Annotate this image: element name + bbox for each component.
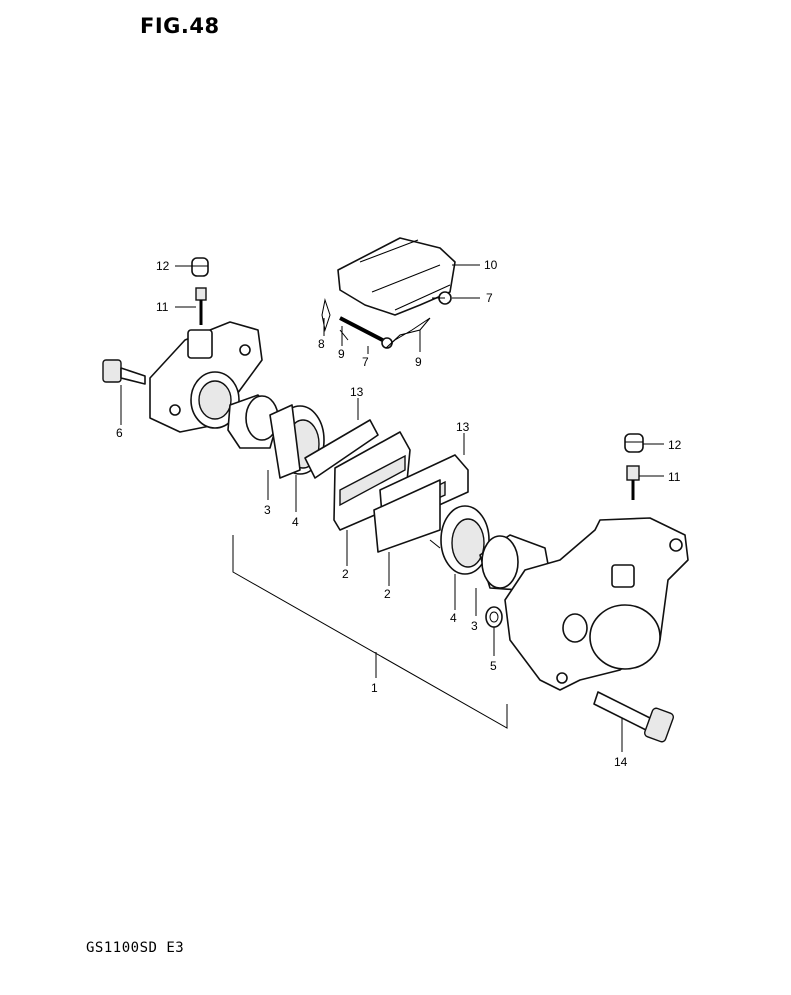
bleeder-valve-left: [195, 287, 207, 325]
leader-lines: [120, 264, 664, 752]
label-7-upper: 7: [486, 291, 493, 305]
label-13-right: 13: [456, 420, 470, 434]
label-6: 6: [116, 426, 123, 440]
shim-left: [304, 419, 379, 479]
label-11-right: 11: [668, 470, 681, 484]
clip-8: [321, 298, 331, 332]
model-code: GS1100SD E3: [86, 940, 185, 956]
label-14: 14: [614, 755, 628, 769]
bolt-6: [102, 359, 146, 385]
pad-cover: [337, 237, 456, 316]
bleeder-valve-right: [626, 465, 640, 500]
spring-left: [339, 329, 349, 341]
pad-pin-lower: [339, 316, 393, 349]
caliper-body-right: [504, 517, 689, 691]
label-7-lower: 7: [362, 355, 369, 369]
label-8: 8: [318, 337, 325, 351]
label-12-right: 12: [668, 438, 682, 452]
seal-right: [429, 505, 490, 575]
label-12-left: 12: [156, 259, 170, 273]
label-4-left: 4: [292, 515, 299, 529]
label-2-right: 2: [384, 587, 391, 601]
label-13-left: 13: [350, 385, 364, 399]
label-3-right: 3: [471, 619, 478, 633]
label-9-right: 9: [415, 355, 422, 369]
label-9-left: 9: [338, 347, 345, 361]
label-1: 1: [371, 681, 378, 695]
spring-right: [385, 317, 431, 349]
label-10: 10: [484, 258, 498, 272]
bolt-14: [593, 691, 675, 743]
label-11-left: 11: [156, 300, 169, 314]
caliper-body-left: [149, 321, 263, 433]
label-2-left: 2: [342, 567, 349, 581]
figure-title: FIG.48: [140, 14, 220, 38]
label-4-right: 4: [450, 611, 457, 625]
assembly-bracket-1: [232, 535, 508, 729]
bleeder-cap-left: [191, 257, 209, 277]
pad-pin-upper: [432, 291, 452, 305]
washer-5: [485, 606, 503, 628]
bleeder-cap-right: [624, 433, 644, 453]
label-5: 5: [490, 659, 497, 673]
label-3-left: 3: [264, 503, 271, 517]
brake-pad-right: [373, 479, 441, 553]
